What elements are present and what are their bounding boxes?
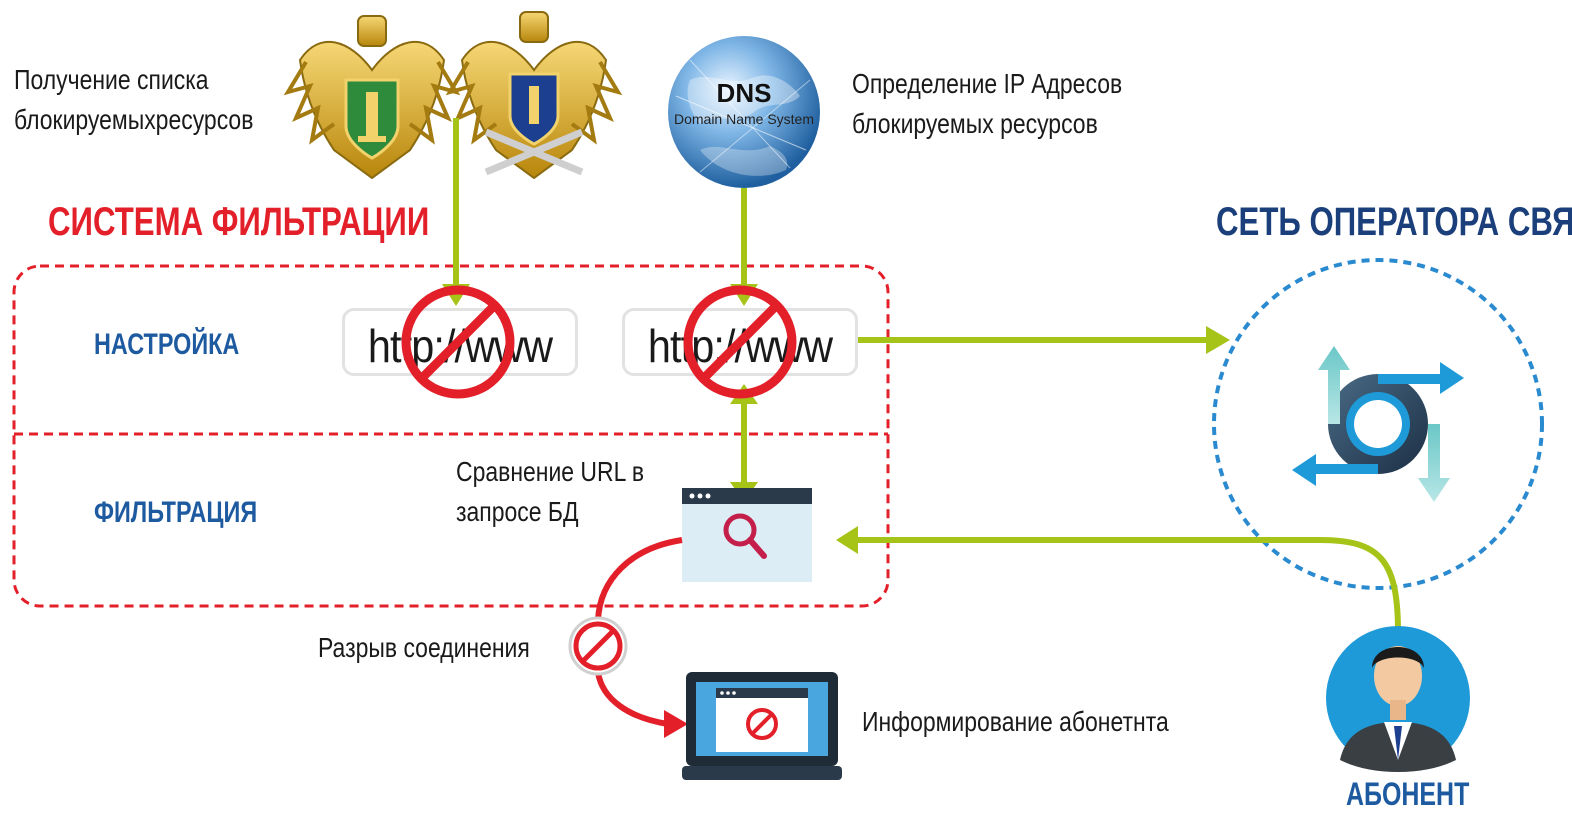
arrow-to-network-head: [1206, 326, 1230, 354]
arrow-from-subscriber: [850, 537, 1401, 633]
arrow-url-search-head-down: [730, 482, 758, 502]
coat-of-arms-prosecutor-icon: [283, 15, 461, 180]
ip-text-line2: блокируемых ресурсов: [852, 108, 1098, 139]
ip-text-line1: Определение IP Адресов: [852, 68, 1123, 99]
break-connection-curve-bottom: [595, 671, 669, 727]
operator-network-circle: [1212, 258, 1544, 590]
arrow-from-subscriber-head: [836, 526, 858, 554]
coat-of-arms-ministry-icon: [445, 11, 623, 180]
dns-label: DNS: [717, 78, 772, 108]
arrow-list-down-head: [442, 284, 470, 306]
url-box-2: http://www: [622, 308, 858, 376]
compare-text-line2: запросе БД: [456, 496, 579, 527]
break-connection-curve-top: [595, 537, 683, 621]
get-list-text-line2: блокируемыхресурсов: [14, 104, 254, 135]
get-list-text-line1: Получение списка: [14, 64, 209, 95]
break-connection-arrow-head: [664, 710, 688, 738]
filter-system-title: СИСТЕМА ФИЛЬТРАЦИИ: [48, 200, 430, 244]
url-box-1: http://www: [342, 308, 578, 376]
search-window-icon: [682, 488, 812, 582]
inform-subscriber-text: Информирование абонетнта: [862, 706, 1169, 737]
subscriber-label: АБОНЕНТ: [1346, 776, 1470, 812]
laptop-icon: [682, 672, 842, 780]
url-text-1: http://www: [367, 320, 553, 372]
compare-text-line1: Сравнение URL в: [456, 456, 645, 487]
url-text-2: http://www: [647, 320, 833, 372]
setup-section-label: НАСТРОЙКА: [94, 328, 240, 361]
break-connection-text: Разрыв соединения: [318, 632, 530, 663]
network-switch-icon: [1292, 346, 1464, 502]
operator-network-title: СЕТЬ ОПЕРАТОРА СВЯЗИ: [1216, 200, 1572, 244]
arrow-dns-down-head: [730, 284, 758, 306]
dns-globe-icon: DNS Domain Name System: [668, 36, 820, 188]
arrow-url-search-head-up: [730, 384, 758, 404]
break-connection-sign-icon: [568, 616, 628, 676]
dns-sub-label: Domain Name System: [674, 111, 814, 127]
filter-section-label: ФИЛЬТРАЦИЯ: [94, 496, 258, 529]
subscriber-avatar-icon: [1326, 626, 1470, 772]
